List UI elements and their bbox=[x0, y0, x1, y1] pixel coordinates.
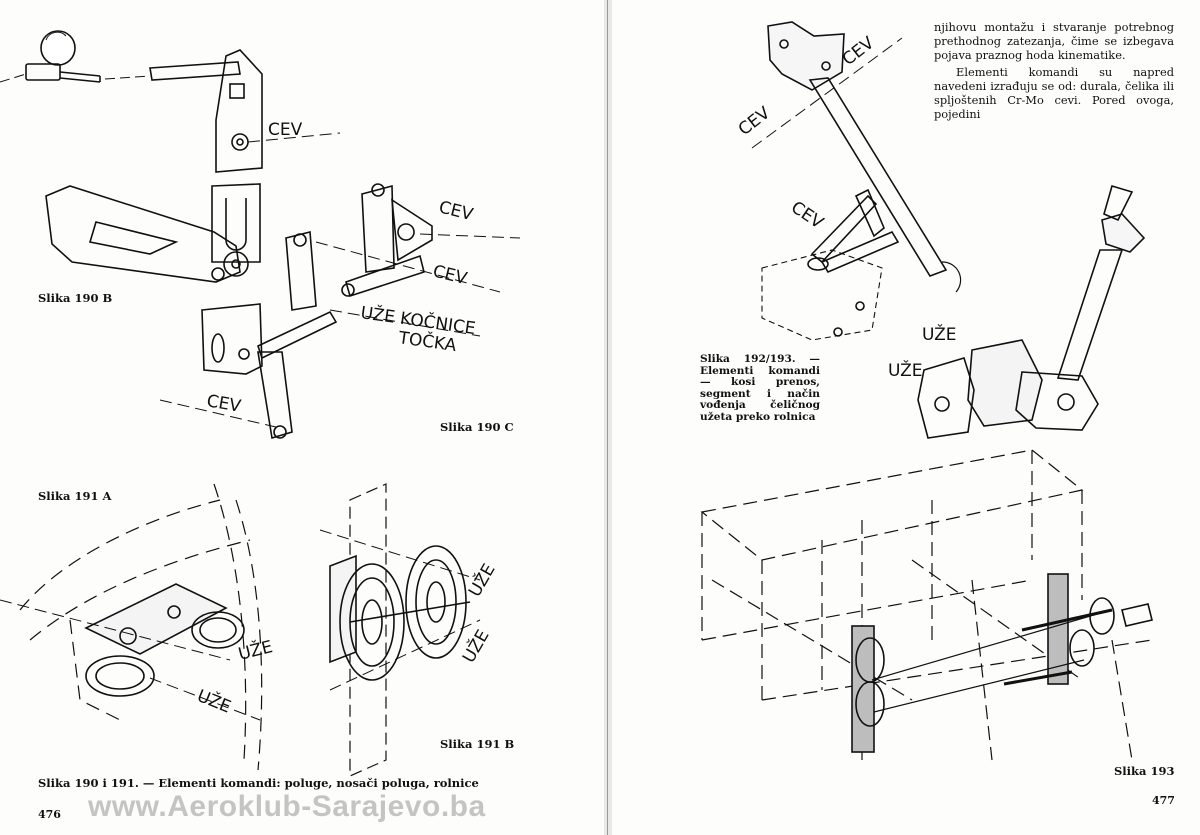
uze-label-4: UŽE bbox=[457, 626, 493, 667]
left-page-illustrations: CEV CEV CEV UŽE KOČNICE TOČKA CEV UŽE UŽ… bbox=[0, 30, 521, 777]
right-page-illustrations: CEV CEV CEV UŽE UŽE bbox=[700, 21, 1153, 761]
cev-label-4: CEV bbox=[205, 391, 243, 417]
uze-label-2: UŽE bbox=[194, 684, 234, 717]
caption-slika-190-b: Slika 190 B bbox=[38, 291, 113, 305]
segment-drawing bbox=[917, 185, 1146, 439]
uze-label-r2: UŽE bbox=[888, 359, 923, 381]
left-page: CEV CEV CEV UŽE KOČNICE TOČKA CEV UŽE UŽ… bbox=[0, 30, 521, 823]
fuselage-frame-drawing bbox=[700, 449, 1153, 761]
caption-slika-191-a: Slika 191 A bbox=[38, 489, 112, 503]
uze-label-3: UŽE bbox=[463, 560, 499, 601]
caption-slika-190-c: Slika 190 C bbox=[440, 420, 514, 434]
bellcrank-drawing bbox=[159, 183, 521, 440]
slanted-transmission-drawing bbox=[751, 21, 962, 341]
page-number-right: 477 bbox=[1152, 794, 1175, 807]
lever-arm-drawing bbox=[45, 183, 261, 283]
caption-slika-191-b: Slika 191 B bbox=[440, 737, 515, 751]
paragraph-2: Elementi komandi su napred navedeni izra… bbox=[934, 64, 1174, 122]
cev-label-3: CEV bbox=[431, 261, 469, 289]
cev-label-r1: CEV bbox=[735, 103, 775, 140]
cev-label-r2: CEV bbox=[839, 33, 879, 70]
control-stick-ball-drawing bbox=[0, 30, 341, 173]
right-page: CEV CEV CEV UŽE UŽE njihovu montažu i st… bbox=[612, 0, 1200, 835]
cev-label-r3: CEV bbox=[787, 198, 827, 234]
body-text: njihovu montažu i stvaranje potrebnog pr… bbox=[934, 20, 1174, 121]
watermark: www.Aeroklub-Sarajevo.ba bbox=[88, 790, 486, 823]
book-gutter bbox=[604, 0, 612, 835]
cev-label-2: CEV bbox=[437, 197, 475, 225]
cev-label-1: CEV bbox=[268, 120, 303, 140]
uze-label-1: UŽE bbox=[236, 635, 275, 665]
pulley-supports-drawing bbox=[851, 573, 1153, 753]
page-number-left: 476 bbox=[38, 808, 61, 821]
pulley-bracket-b-drawing bbox=[319, 483, 481, 777]
pulley-bracket-a-drawing bbox=[0, 483, 263, 771]
caption-slika-193: Slika 193 bbox=[1114, 764, 1175, 778]
side-caption: Slika 192/193. — Elementi komandi — kosi… bbox=[700, 353, 820, 423]
paragraph-1: njihovu montažu i stvaranje potrebnog pr… bbox=[934, 20, 1174, 63]
bottom-caption: Slika 190 i 191. — Elementi komandi: pol… bbox=[38, 776, 479, 790]
uze-label-r1: UŽE bbox=[922, 323, 957, 345]
